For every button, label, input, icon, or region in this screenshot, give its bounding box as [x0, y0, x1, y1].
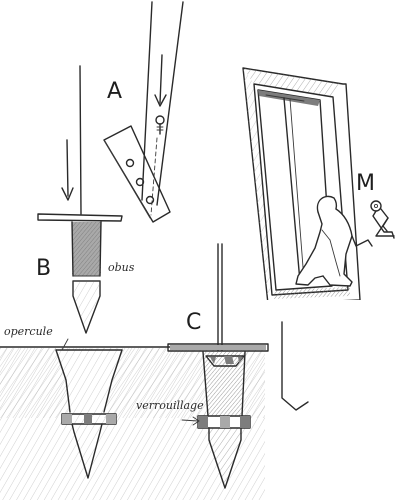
door-center-line [283, 97, 301, 283]
figure-c: verrouillage C [136, 243, 269, 489]
plate-hole-2 [135, 177, 145, 187]
label-a: A [107, 79, 122, 104]
plate-c [167, 343, 269, 352]
arrow-a-shaft [159, 54, 163, 104]
plate-hole-1 [125, 158, 135, 168]
figure-a: A [103, 1, 184, 223]
kneeling-figure [295, 195, 373, 287]
label-opercule: opercule [4, 325, 53, 338]
door-inner-frame [257, 89, 333, 291]
label-c: C [186, 310, 201, 335]
crank-handle [370, 200, 395, 239]
obus-c-tip [208, 427, 242, 489]
opercule-leader [61, 338, 69, 351]
doorway: M [242, 67, 395, 305]
arrow-b-head [61, 187, 74, 201]
door-threshold [272, 287, 350, 299]
label-obus: obus [108, 261, 135, 274]
plate-a-inner-edge [103, 139, 151, 219]
figure-b: B obus [36, 65, 135, 334]
plate-hole-3 [145, 195, 155, 205]
label-verrouillage: verrouillage [136, 399, 204, 412]
obus-c-edges [202, 351, 246, 417]
rod-a-left-edge [141, 1, 153, 201]
obus-left-edge [55, 349, 71, 413]
label-m: M [356, 171, 375, 196]
label-b: B [36, 256, 51, 281]
door-lintel [258, 90, 320, 106]
verrouillage-arrow-head [192, 416, 200, 426]
verrouillage-arrow-shaft [181, 419, 199, 422]
rod-a-right-edge [156, 1, 184, 206]
obus-left-tip [71, 423, 103, 479]
obus-right-edge [103, 349, 123, 413]
plate-a [103, 125, 171, 223]
buried-obus-left: opercule [4, 325, 123, 479]
rod-b [79, 65, 82, 215]
arrow-a-head [154, 94, 167, 107]
crossbar-b [37, 213, 123, 222]
arrow-b-shaft [66, 139, 69, 197]
screw-a [155, 115, 165, 135]
